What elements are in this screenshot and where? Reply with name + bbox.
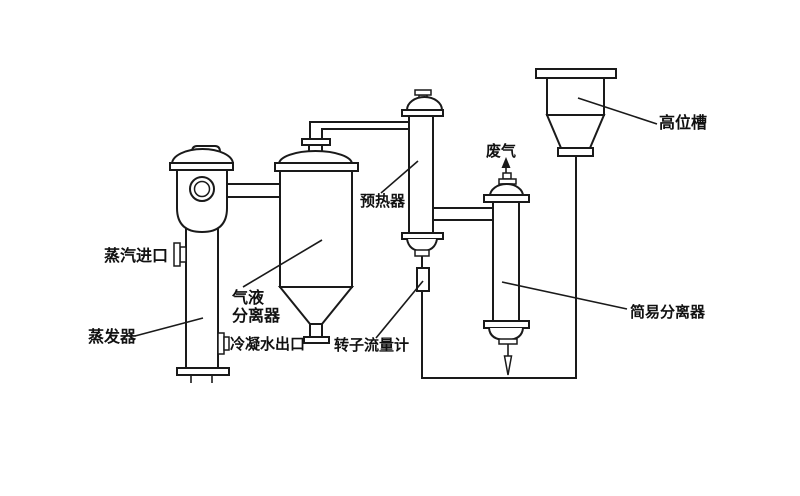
simple-separator-top-flange — [483, 194, 530, 203]
label-rotameter: 转子流量计 — [334, 336, 409, 354]
leader-gas-liquid-separator — [242, 239, 323, 288]
rotameter-body — [416, 267, 430, 292]
simple-separator-bottom-dome — [488, 327, 524, 342]
label-gas-liquid-separator-line2: 分离器 — [232, 306, 281, 325]
head-tank — [535, 68, 617, 157]
preheater-bottom-dome — [406, 238, 438, 253]
feed-line — [421, 156, 577, 379]
waste-gas-arrow-head — [501, 157, 511, 168]
pipe-separator-to-preheater — [309, 121, 411, 140]
separator-cone-neck — [309, 323, 323, 338]
condensate-outlet-nozzle — [217, 332, 230, 355]
label-evaporator: 蒸发器 — [88, 327, 137, 346]
simple-separator-column — [492, 201, 520, 323]
leader-preheater — [380, 160, 419, 194]
simple-separator-dome — [488, 183, 525, 197]
preheater — [401, 89, 444, 292]
simple-separator-drain-flange — [498, 338, 518, 345]
separator-dome — [277, 150, 354, 165]
evaporator-sight-glass-inner — [193, 180, 211, 198]
separator-cone — [277, 286, 355, 325]
leader-evaporator — [134, 317, 204, 337]
label-waste-gas: 废气 — [486, 142, 516, 160]
preheater-outlet-flange — [414, 249, 430, 257]
preheater-top-dome — [405, 96, 444, 111]
labels: 蒸汽进口 蒸发器 气液 分离器 冷凝水出口 预热器 转子流量计 废气 简易分离器… — [88, 113, 707, 354]
simple-separator-cap-neck-upper — [502, 172, 512, 180]
head-tank-body — [546, 77, 605, 116]
leader-simple-separator — [501, 281, 628, 310]
label-simple-separator: 简易分离器 — [630, 303, 706, 321]
leader-rotameter — [375, 280, 424, 339]
simple-separator-bottom-flange — [483, 320, 530, 329]
label-preheater: 预热器 — [360, 192, 406, 210]
leader-lines — [134, 97, 658, 339]
separator-bottom-flange — [303, 336, 330, 344]
separator-body — [279, 170, 353, 288]
head-tank-lid — [535, 68, 617, 79]
steam-inlet-nozzle — [173, 242, 187, 267]
head-tank-cone — [545, 114, 606, 149]
evaporator-base-flange — [176, 367, 230, 376]
separator-top-nozzle-flange — [301, 138, 331, 146]
leader-head-tank — [577, 97, 658, 125]
head-tank-outlet-flange — [557, 147, 594, 157]
evaporator-column-fill — [186, 224, 218, 369]
separator-top-flange — [274, 162, 359, 172]
feed-line-headtank-to-rotameter — [421, 156, 577, 379]
label-gas-liquid-separator-line1: 气液 — [231, 288, 265, 307]
pipe-evaporator-to-separator — [221, 183, 283, 198]
evaporator-head-flange — [169, 162, 234, 171]
label-head-tank: 高位槽 — [659, 113, 707, 132]
steam-inlet-stub — [179, 246, 187, 263]
simple-separator — [483, 157, 530, 376]
label-condensate-outlet: 冷凝水出口 — [230, 335, 305, 353]
evaporator-dome — [170, 148, 235, 165]
pipe-preheater-to-simple-separator — [429, 207, 497, 221]
gas-liquid-separator — [274, 138, 359, 344]
condensate-outlet-flange-plate — [217, 332, 225, 355]
condensate-outlet-stub — [223, 336, 230, 351]
preheater-column — [408, 115, 434, 234]
drain-needle-tip — [503, 355, 513, 376]
steam-inlet-flange-plate — [173, 242, 181, 267]
label-steam-inlet: 蒸汽进口 — [104, 246, 168, 265]
evaporator — [169, 145, 235, 383]
preheater-bottom-flange — [401, 232, 444, 240]
preheater-top-cap-bar — [414, 89, 432, 96]
